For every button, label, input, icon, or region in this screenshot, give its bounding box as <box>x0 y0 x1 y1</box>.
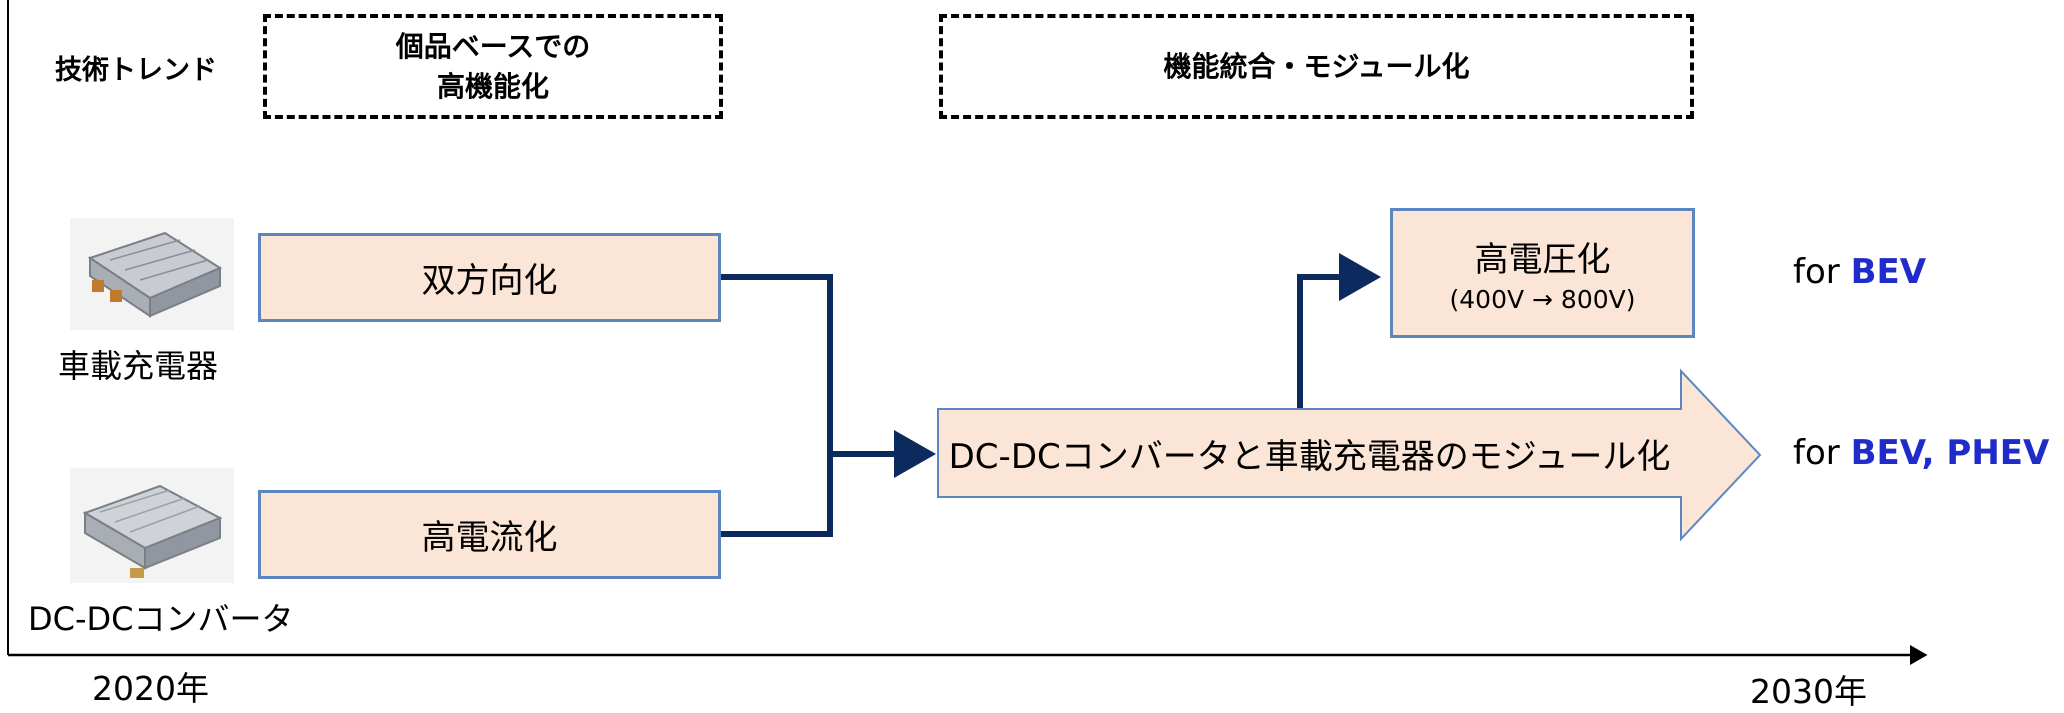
module-arrow <box>937 368 1762 542</box>
charger-image <box>70 218 234 330</box>
high-voltage-label: 高電圧化 <box>1474 240 1611 280</box>
for-bev-value: BEV <box>1850 252 1927 292</box>
for-bev-prefix: for <box>1793 252 1851 292</box>
for-bev-label: for BEV <box>1793 252 1926 292</box>
module-label: DC-DCコンバータと車載充電器のモジュール化 <box>948 436 1671 477</box>
for-bev-phev-sep: , <box>1921 433 1947 473</box>
bidirectional-box: 双方向化 <box>258 233 721 322</box>
phase2-box: 機能統合・モジュール化 <box>939 14 1694 119</box>
end-year: 2030年 <box>1750 672 1867 711</box>
for-bev-phev-value1: BEV <box>1850 433 1922 473</box>
high-voltage-connector <box>1297 253 1381 410</box>
high-voltage-sublabel: (400V → 800V) <box>1449 285 1636 314</box>
charger-label: 車載充電器 <box>58 347 219 385</box>
trend-label: 技術トレンド <box>55 55 217 86</box>
phase1-line1: 個品ベースでの <box>395 29 591 63</box>
phase1-line2: 高機能化 <box>436 69 549 103</box>
high-current-label: 高電流化 <box>421 518 558 558</box>
start-year: 2020年 <box>92 669 209 708</box>
high-current-box: 高電流化 <box>258 490 721 579</box>
phase1-box: 個品ベースでの 高機能化 <box>263 14 723 119</box>
dcdc-image <box>70 468 234 583</box>
high-current-connector <box>721 454 833 537</box>
for-bev-phev-value2: PHEV <box>1946 433 2050 473</box>
for-bev-phev-prefix: for <box>1793 433 1851 473</box>
phase2-label: 機能統合・モジュール化 <box>1163 49 1470 83</box>
high-voltage-box: 高電圧化 (400V → 800V) <box>1390 208 1695 338</box>
for-bev-phev-label: for BEV, PHEV <box>1793 433 2049 473</box>
bidirectional-connector <box>721 274 833 454</box>
dcdc-label: DC-DCコンバータ <box>28 600 294 638</box>
bidirectional-label: 双方向化 <box>421 261 558 301</box>
